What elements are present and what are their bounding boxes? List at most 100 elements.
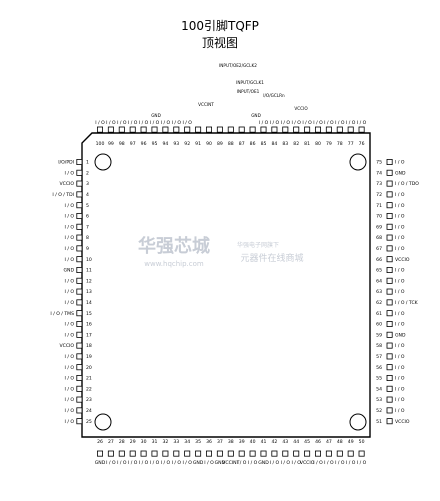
pin-pad-51 [386,418,393,425]
top-label-vccint: VCCINT [198,102,214,107]
pin-label-92: I / O [182,120,192,126]
pin-pad-12 [76,277,83,284]
pin-label-58: I / O [395,343,405,349]
pin-number-13: 13 [86,289,92,295]
pin-number-68: 68 [376,235,382,241]
pin-number-46: 46 [315,439,321,445]
pin-number-37: 37 [217,439,223,445]
pin-pad-78 [336,126,343,133]
title-line-2: 顶视图 [202,35,238,50]
pin-pad-41 [260,450,267,457]
pin-number-24: 24 [86,408,92,414]
pin-label-99: I / O [106,120,116,126]
pin-number-25: 25 [86,419,92,425]
pin-label-100: I / O [95,120,105,126]
pin-label-73: I / O / TDO [395,181,419,187]
pin-pad-87 [238,126,245,133]
pin-number-9: 9 [86,246,89,252]
pin-label-53: I / O [395,397,405,403]
pin-number-47: 47 [326,439,332,445]
pin-pad-54 [386,385,393,392]
pin-number-49: 49 [348,439,354,445]
pin-label-17: I / O [65,332,75,338]
pin-number-39: 39 [239,439,245,445]
pin-pad-98 [118,126,125,133]
pin-label-32: I / O [161,460,171,466]
pin-number-12: 12 [86,278,92,284]
pin-number-85: 85 [261,141,267,147]
pin-label-42: I / O [270,460,280,466]
pin-label-9: I / O [65,246,75,252]
pin-number-81: 81 [304,141,310,147]
pin-pad-43 [282,450,289,457]
pin-pad-96 [140,126,147,133]
pin-label-20: I / O [65,365,75,371]
pin1-marker [94,153,112,171]
pin-pad-49 [347,450,354,457]
pin-pad-53 [386,396,393,403]
pin-number-52: 52 [376,408,382,414]
pin-label-45: VCCIO [300,460,315,466]
pin-label-55: I / O [395,376,405,382]
pin-number-93: 93 [173,141,179,147]
top-label-gnd-2: GND [251,113,261,118]
pin-number-99: 99 [108,141,114,147]
pin-number-72: 72 [376,192,382,198]
pin-label-2: I / O [65,170,75,176]
pin-label-41: GND [258,460,269,466]
pin-number-75: 75 [376,160,382,166]
pin-label-1: I/O/PDI [58,160,74,166]
top-label-gnd-1: GND [151,113,161,118]
pin-number-26: 26 [97,439,103,445]
pin-number-19: 19 [86,354,92,360]
pin-pad-64 [386,277,393,284]
pin-number-55: 55 [376,376,382,382]
pin-label-74: GND [395,170,406,176]
pin-number-82: 82 [293,141,299,147]
pin-number-77: 77 [348,141,354,147]
pin-pad-66 [386,256,393,263]
pin-label-85: I / O [259,120,269,126]
pin-label-30: I / O [139,460,149,466]
pin-pad-40 [249,450,256,457]
pin-pad-46 [314,450,321,457]
pin-pad-35 [195,450,202,457]
pin-number-44: 44 [293,439,299,445]
pin-pad-18 [76,342,83,349]
pin-pad-25 [76,418,83,425]
pin-label-15: I / O / TMS [50,311,74,317]
pin-label-82: I / O [291,120,301,126]
pin-label-48: I / O [335,460,345,466]
pin-label-65: I / O [395,268,405,274]
pin-label-76: I / O [357,120,367,126]
pin-label-56: I / O [395,365,405,371]
pin-number-67: 67 [376,246,382,252]
pin-label-38: VCCINT [222,460,239,466]
pin-label-49: I / O [346,460,356,466]
pin-label-69: I / O [395,224,405,230]
pin-pad-15 [76,310,83,317]
pin-pad-90 [205,126,212,133]
pin-pad-29 [129,450,136,457]
pin-label-62: I / O / TCK [395,300,419,306]
pin-pad-62 [386,299,393,306]
pin-pad-19 [76,353,83,360]
watermark-url: www.hqchip.com [144,260,204,268]
pin-pad-76 [358,126,365,133]
pin-label-64: I / O [395,278,405,284]
pin-number-59: 59 [376,332,382,338]
pin-number-1: 1 [86,160,89,166]
pin-pad-89 [216,126,223,133]
pin-label-24: I / O [65,408,75,414]
corner-marker-bottom-left [94,413,112,431]
pin-pad-57 [386,353,393,360]
pin-label-37: GND [215,460,226,466]
watermark-line-1: 华强电子网旗下 [237,241,279,249]
pin-number-66: 66 [376,257,382,263]
pin-number-74: 74 [376,170,382,176]
pin-number-53: 53 [376,397,382,403]
pin-pad-75 [386,158,393,165]
pin-number-73: 73 [376,181,382,187]
pin-label-22: I / O [65,386,75,392]
pin-label-13: I / O [65,289,75,295]
